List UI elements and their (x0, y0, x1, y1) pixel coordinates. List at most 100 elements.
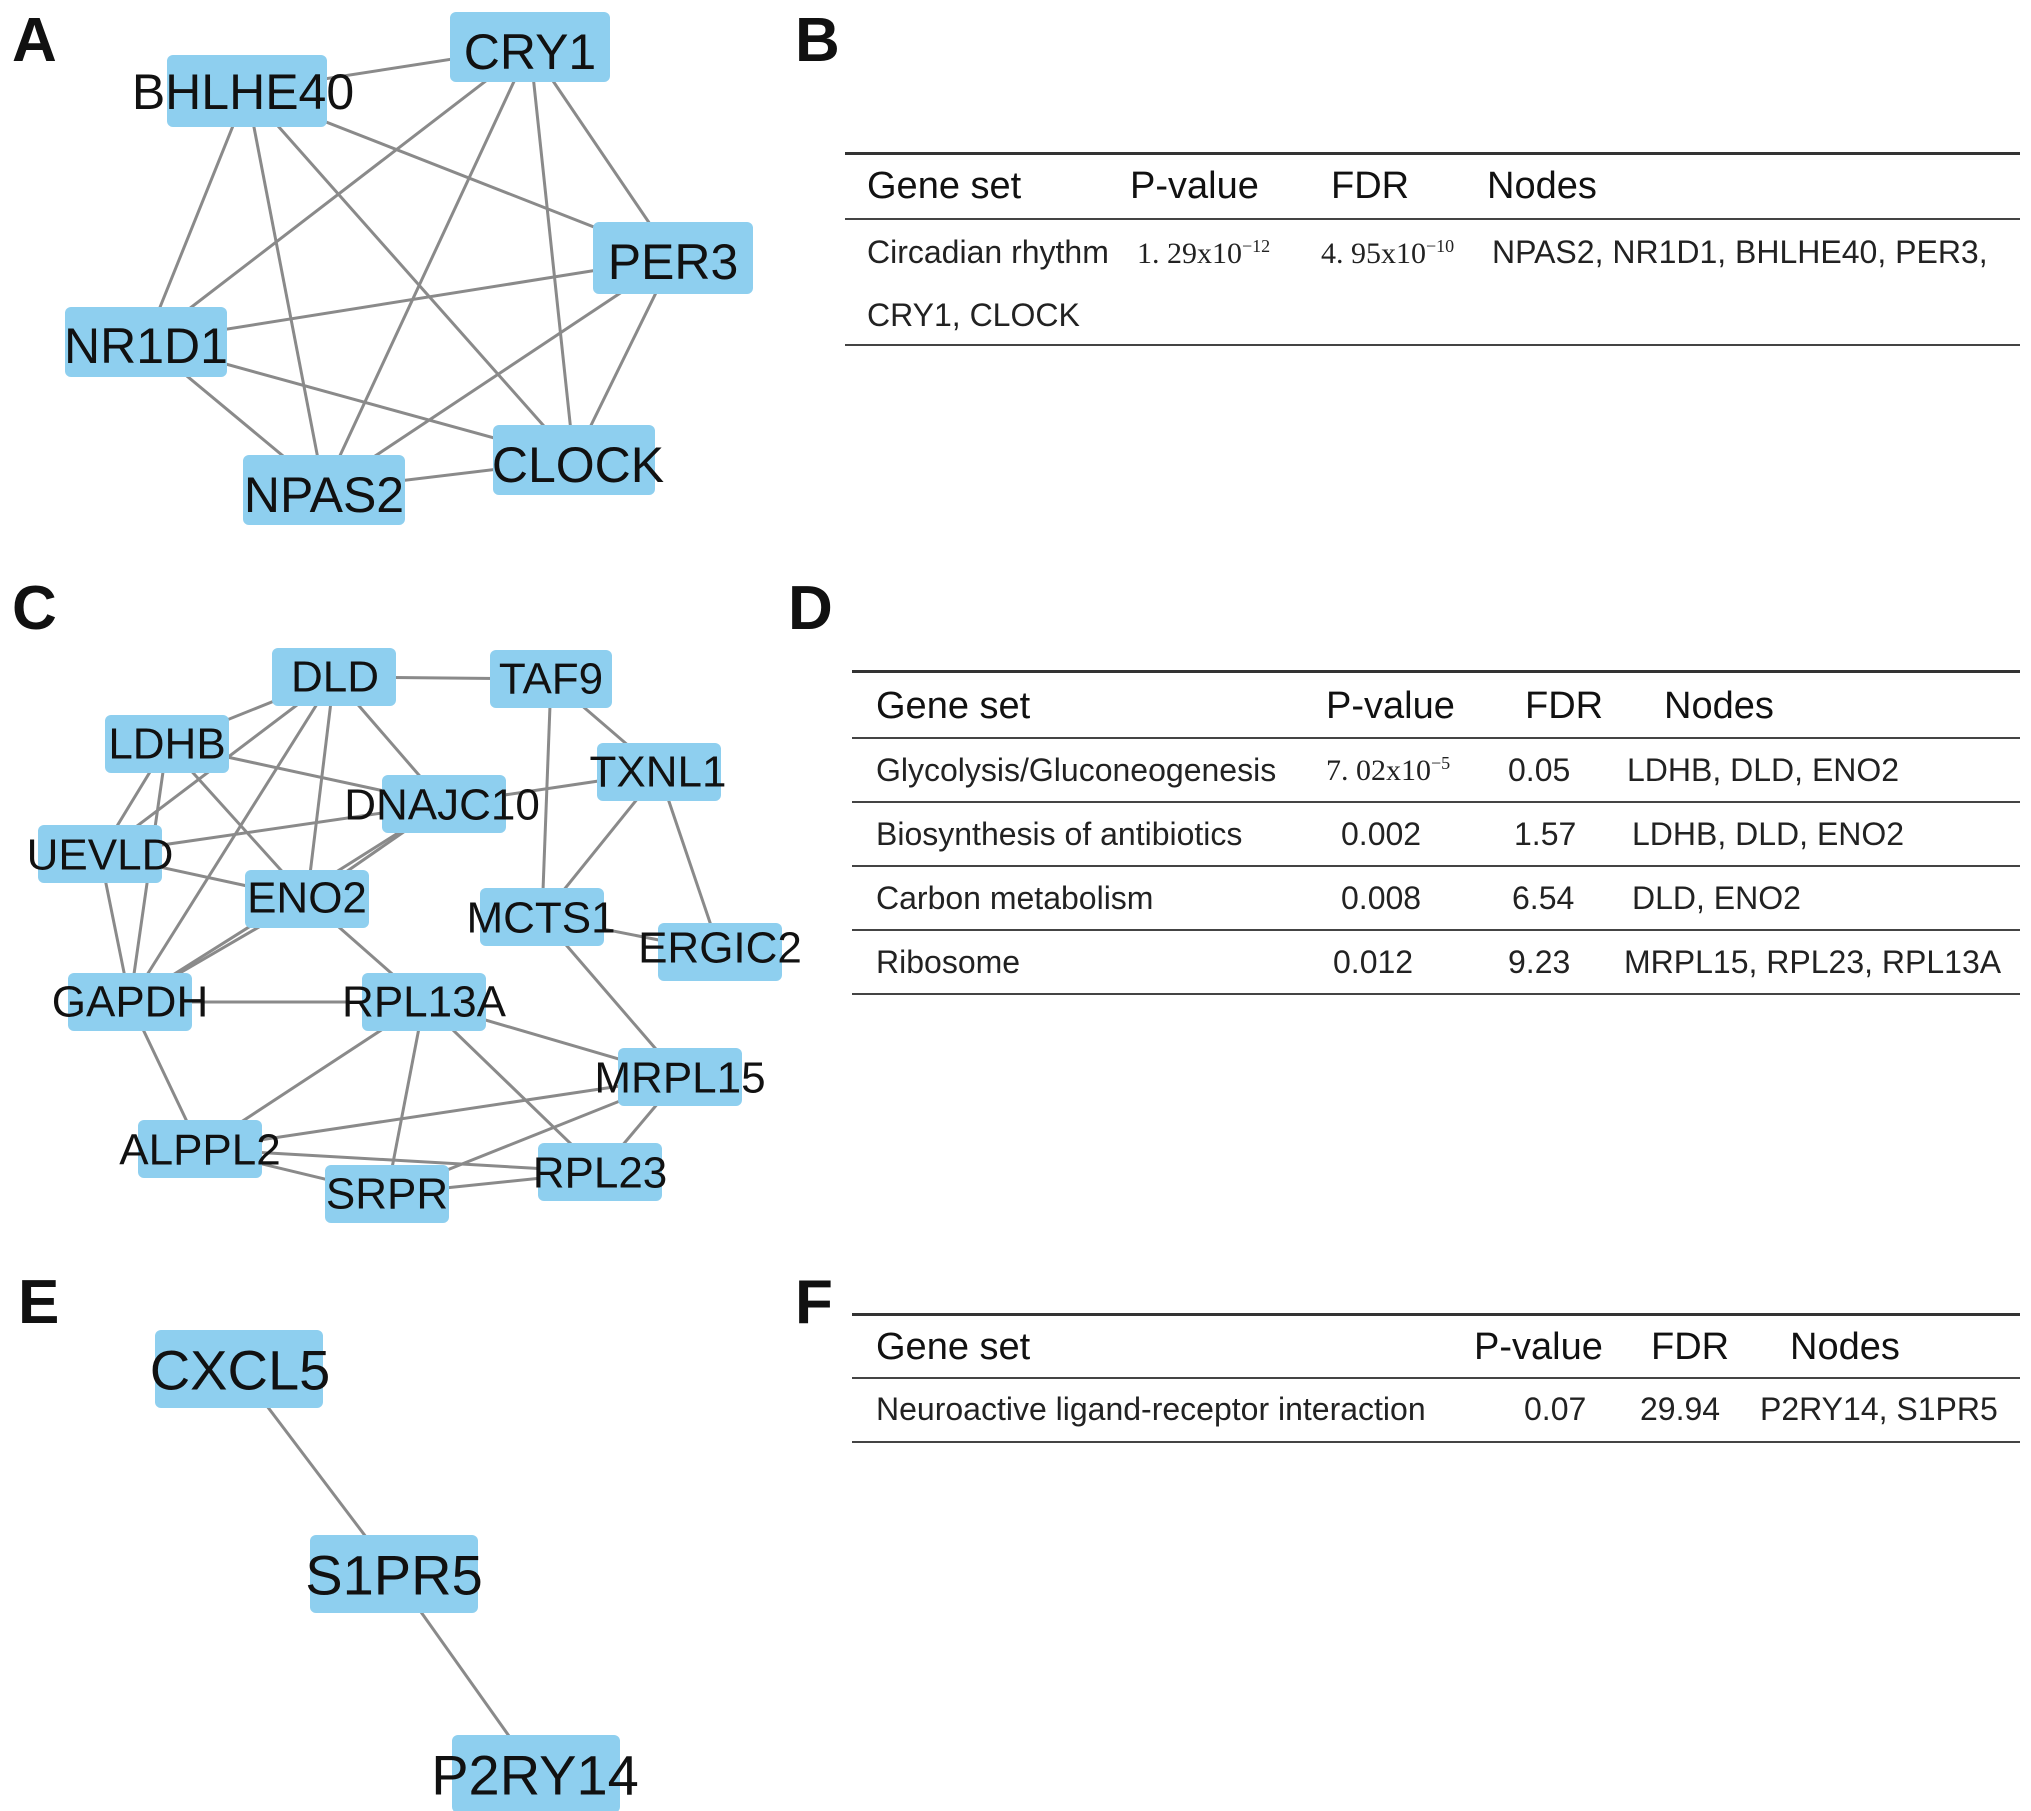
table-d-row3-gene-set: Carbon metabolism (876, 880, 1154, 916)
edge-bhlhe40-npas2 (245, 90, 326, 491)
table-f: Gene set P-value FDR Nodes Neuroactive l… (852, 1313, 2020, 1453)
edge-bhlhe40-nr1d1 (144, 90, 249, 343)
table-b-nodes-line1: NPAS2, NR1D1, BHLHE40, PER3, (1492, 234, 1988, 270)
node-box (65, 307, 227, 377)
table-d-header-nodes: Nodes (1664, 685, 1774, 727)
node-uevld: UEVLD (27, 825, 174, 883)
table-d-row2-fdr: 1.57 (1514, 816, 1577, 852)
node-clock: CLOCK (492, 425, 664, 495)
table-d-header-gene-set: Gene set (876, 685, 1031, 727)
table-d-row1-rule (852, 801, 2020, 803)
table-b-header-rule (845, 218, 2020, 220)
table-f-fdr: 29.94 (1640, 1391, 1721, 1427)
node-label: LDHB (108, 720, 225, 769)
node-label: S1PR5 (305, 1544, 482, 1607)
node-label: UEVLD (27, 831, 174, 880)
table-b-bottom-rule (845, 344, 2020, 346)
edge-bhlhe40-clock (245, 90, 576, 461)
table-d-header-fdr: FDR (1525, 685, 1604, 727)
node-s1pr5: S1PR5 (305, 1535, 483, 1613)
table-d-row1-p-value: 7. 02x10−5 (1326, 753, 1451, 787)
edge-per3-nr1d1 (145, 256, 674, 344)
node-box (155, 1330, 323, 1408)
table-f-bottom-rule (852, 1441, 2020, 1443)
table-b-fdr: 4. 95x10−10 (1321, 236, 1455, 270)
node-label: NR1D1 (64, 318, 228, 374)
table-d-row3-p-value: 0.008 (1341, 880, 1422, 916)
panel-label-f: F (795, 1268, 833, 1337)
node-cxcl5: CXCL5 (150, 1330, 331, 1408)
node-mcts1: MCTS1 (466, 888, 616, 946)
table-d-row3-nodes: DLD, ENO2 (1632, 880, 1801, 916)
node-label: MRPL15 (594, 1054, 765, 1103)
node-label: DNAJC10 (344, 781, 540, 830)
node-alppl2: ALPPL2 (119, 1120, 281, 1178)
node-box (138, 1120, 262, 1178)
node-label: DLD (291, 653, 379, 702)
node-p2ry14: P2RY14 (431, 1735, 639, 1811)
node-mrpl15: MRPL15 (594, 1048, 766, 1106)
node-label: CLOCK (492, 437, 664, 493)
table-b-top-rule (845, 152, 2020, 155)
node-ergic2: ERGIC2 (638, 923, 802, 981)
node-dnajc10: DNAJC10 (344, 775, 540, 833)
table-d-row1-nodes: LDHB, DLD, ENO2 (1627, 752, 1900, 788)
table-f-header-p-value: P-value (1474, 1326, 1603, 1368)
node-box (243, 455, 405, 525)
node-taf9: TAF9 (490, 650, 612, 708)
node-ldhb: LDHB (105, 715, 229, 773)
table-f-header-rule (852, 1377, 2020, 1379)
table-d: Gene set P-value FDR Nodes Glycolysis/Gl… (852, 670, 2020, 1000)
node-label: PER3 (608, 234, 739, 290)
node-label: CXCL5 (150, 1339, 331, 1402)
node-box (658, 923, 782, 981)
node-per3: PER3 (593, 222, 753, 294)
table-d-row1-fdr: 0.05 (1508, 752, 1571, 788)
node-label: TXNL1 (590, 748, 727, 797)
node-label: MCTS1 (466, 894, 615, 943)
table-d-row2-p-value: 0.002 (1341, 816, 1422, 852)
table-d-header-rule (852, 737, 2020, 739)
node-label: GAPDH (52, 978, 208, 1027)
edge-alppl2-rpl23 (199, 1147, 601, 1174)
node-box (105, 715, 229, 773)
node-label: RPL13A (342, 978, 507, 1027)
node-box (68, 973, 192, 1031)
table-d-row4-fdr: 9.23 (1508, 944, 1571, 980)
table-f-gene-set: Neuroactive ligand-receptor interaction (876, 1391, 1426, 1427)
node-npas2: NPAS2 (243, 455, 405, 525)
table-f-header-gene-set: Gene set (876, 1326, 1031, 1368)
node-box (245, 870, 369, 928)
node-label: NPAS2 (244, 467, 404, 523)
node-label: BHLHE40 (132, 64, 354, 120)
node-box (382, 775, 506, 833)
node-box (493, 425, 655, 495)
node-label: ERGIC2 (638, 924, 802, 973)
edge-dld-eno2 (305, 676, 336, 900)
node-cry1: CRY1 (450, 12, 610, 82)
table-d-bottom-rule (852, 993, 2020, 995)
node-rpl23: RPL23 (533, 1143, 667, 1201)
node-box (167, 55, 327, 127)
table-d-top-rule (852, 670, 2020, 673)
node-box (538, 1143, 662, 1201)
panel-label-c: C (12, 574, 57, 643)
edge-rpl13a-srpr (385, 1001, 426, 1195)
table-b-header-gene-set: Gene set (867, 165, 1022, 207)
node-box (490, 650, 612, 708)
table-b-header-fdr: FDR (1331, 165, 1410, 207)
node-box (597, 743, 721, 801)
edge-taf9-mcts1 (540, 678, 553, 918)
table-f-p-value: 0.07 (1524, 1391, 1587, 1427)
table-d-row3-fdr: 6.54 (1512, 880, 1575, 916)
table-f-top-rule (852, 1313, 2020, 1316)
node-box (593, 222, 753, 294)
node-label: P2RY14 (431, 1744, 639, 1807)
node-box (452, 1735, 620, 1811)
panel-label-a: A (12, 6, 57, 75)
edge-cry1-clock (528, 46, 576, 461)
table-d-row4-nodes: MRPL15, RPL23, RPL13A (1624, 944, 2002, 980)
table-d-row2-gene-set: Biosynthesis of antibiotics (876, 816, 1243, 852)
